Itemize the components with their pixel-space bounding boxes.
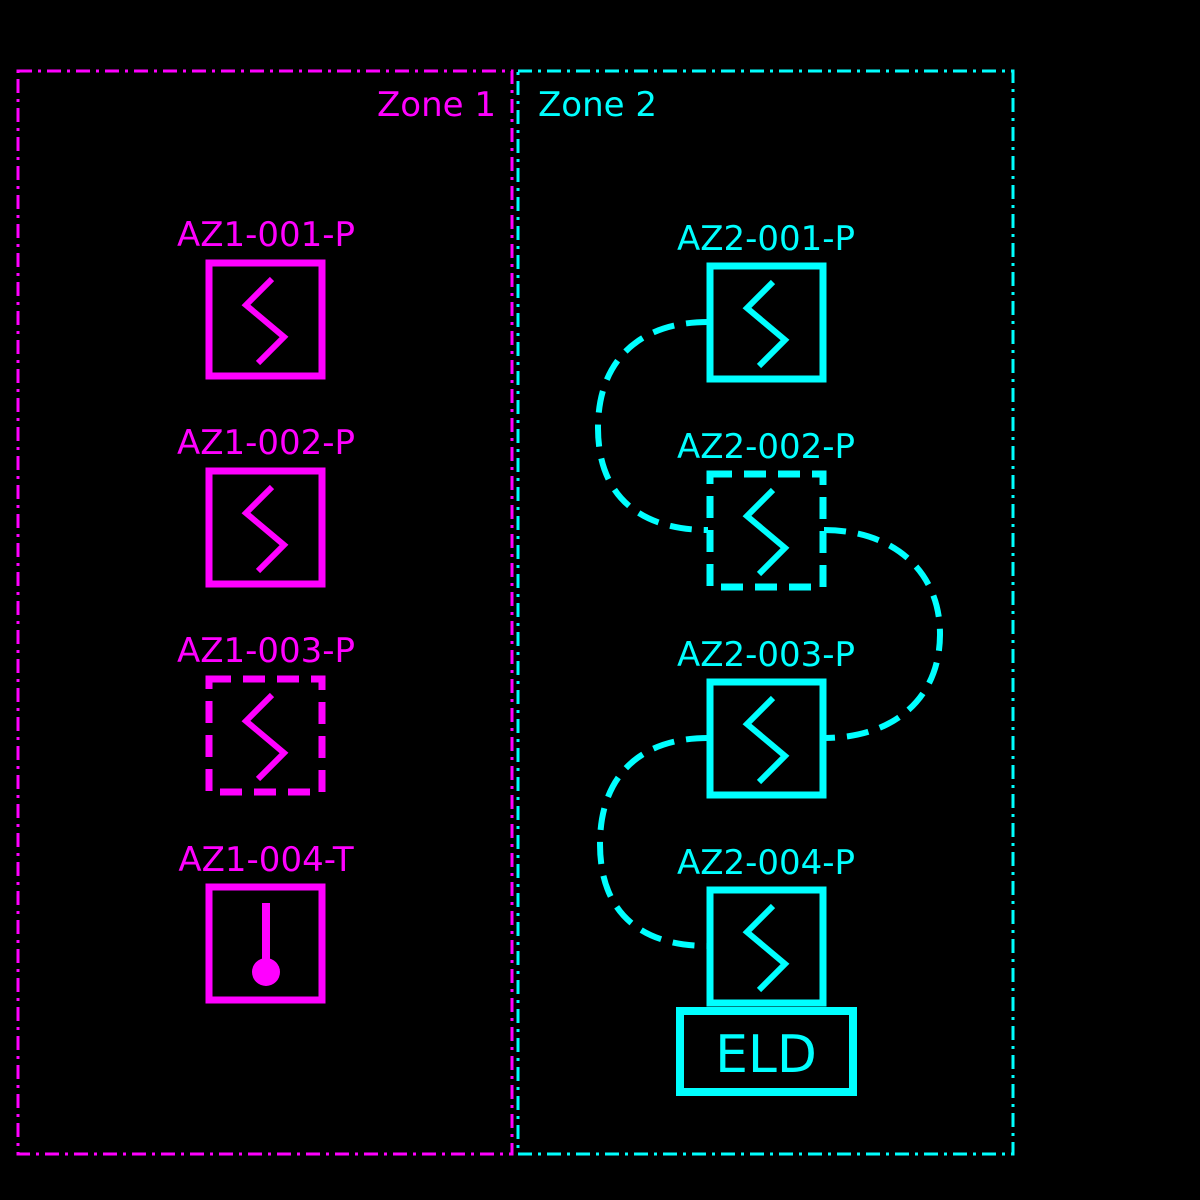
zigzag-icon [241, 484, 289, 574]
zone-1-label: Zone 1 [377, 85, 496, 125]
wire-segment [596, 735, 709, 949]
zone-2: Zone 2 [516, 69, 1015, 1156]
zone-2-device-1[interactable]: AZ2-001-P [677, 219, 855, 383]
device-label: AZ2-004-P [677, 843, 855, 883]
zone-2-device-2[interactable]: AZ2-002-P [677, 427, 855, 591]
zigzag-icon [241, 276, 289, 366]
device-label: AZ1-003-P [177, 631, 355, 671]
zone-2-label: Zone 2 [538, 85, 657, 125]
zigzag-icon [241, 692, 289, 782]
device-label: AZ2-001-P [677, 219, 855, 259]
zone-2-device-4[interactable]: AZ2-004-P [677, 843, 855, 1007]
zone-1-device-3[interactable]: AZ1-003-P [177, 631, 355, 796]
zone-1-device-2[interactable]: AZ1-002-P [177, 423, 355, 588]
thermal-detector-box [205, 883, 326, 1004]
detector-box [205, 259, 326, 380]
zigzag-icon [742, 695, 790, 785]
device-label: AZ1-002-P [177, 423, 355, 463]
detector-box [205, 467, 326, 588]
zigzag-icon [742, 279, 790, 369]
device-label: AZ1-004-T [178, 840, 353, 880]
zone-1: Zone 1 [16, 69, 514, 1156]
detector-box [706, 886, 827, 1007]
device-label: AZ1-001-P [177, 215, 355, 255]
zone-1-boundary [16, 69, 514, 1156]
detector-box [706, 678, 827, 799]
zone-2-boundary [516, 69, 1015, 1156]
zigzag-icon [742, 487, 790, 577]
device-label: AZ2-003-P [677, 635, 855, 675]
detector-box-dashed [205, 675, 326, 796]
zone-2-wiring [594, 319, 944, 949]
detector-box-dashed [706, 470, 827, 591]
detector-box [706, 262, 827, 383]
device-label: AZ2-002-P [677, 427, 855, 467]
thermometer-icon [252, 903, 280, 986]
eld-device[interactable]: ELD [676, 1007, 857, 1096]
zigzag-icon [742, 903, 790, 993]
zone-2-device-3[interactable]: AZ2-003-P [677, 635, 855, 799]
zone-1-device-1[interactable]: AZ1-001-P [177, 215, 355, 380]
eld-box [676, 1007, 857, 1096]
wire-segment [594, 319, 709, 533]
wire-segment [823, 527, 944, 741]
eld-label: ELD [715, 1025, 817, 1085]
zone-1-device-4[interactable]: AZ1-004-T [178, 840, 354, 1004]
